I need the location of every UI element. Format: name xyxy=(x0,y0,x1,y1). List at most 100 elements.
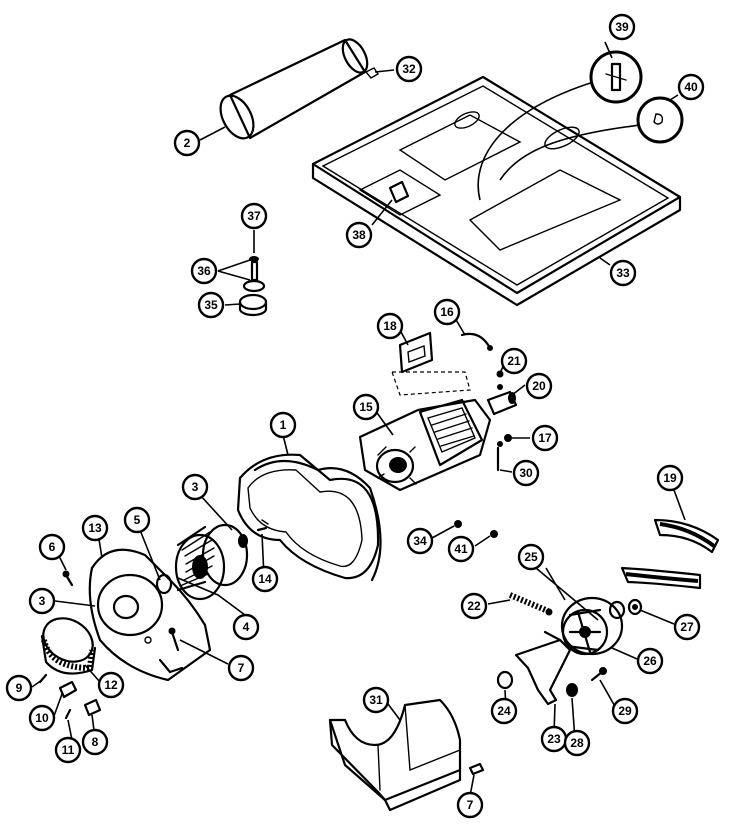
callout: 26 xyxy=(636,647,664,675)
part-idler-pulley xyxy=(560,596,643,656)
callout-label: 13 xyxy=(88,521,102,535)
part-blower-wheel xyxy=(174,523,249,601)
part-screw-11 xyxy=(64,708,72,720)
callout: 14 xyxy=(251,565,279,593)
part-switch-18 xyxy=(391,331,471,396)
callout-label: 4 xyxy=(243,620,250,634)
callout: 7 xyxy=(456,791,484,819)
callout-label: 12 xyxy=(104,678,118,692)
callout: 21 xyxy=(500,347,528,375)
part-screw-29 xyxy=(590,667,607,682)
callout-label: 38 xyxy=(352,228,366,242)
callout: 15 xyxy=(352,393,380,421)
callout: 34 xyxy=(406,527,434,555)
callout-label: 7 xyxy=(467,798,474,812)
callout-label: 10 xyxy=(35,711,49,725)
callout: 10 xyxy=(28,704,56,732)
callout-label: 26 xyxy=(643,654,657,668)
callout: 16 xyxy=(433,298,461,326)
part-motor xyxy=(358,398,492,492)
part-screw-41 xyxy=(490,530,498,538)
callout-label: 34 xyxy=(413,534,427,548)
callout-label: 14 xyxy=(258,572,272,586)
callout-label: 37 xyxy=(247,209,261,223)
callout: 6 xyxy=(38,533,66,561)
part-idler-arm xyxy=(514,630,572,706)
callout: 33 xyxy=(609,259,637,287)
callout-label: 27 xyxy=(680,620,694,634)
callout-label: 21 xyxy=(507,354,521,368)
callout: 37 xyxy=(240,202,268,230)
callout-label: 36 xyxy=(197,264,211,278)
callout: 29 xyxy=(611,697,639,725)
part-clip-10 xyxy=(58,680,78,699)
callout-label: 1 xyxy=(280,418,287,432)
part-drive-belt xyxy=(620,518,720,590)
part-top-panel xyxy=(311,75,682,307)
callout: 35 xyxy=(197,291,225,319)
part-screw-21 xyxy=(496,370,504,378)
callout: 31 xyxy=(362,686,390,714)
callout: 3 xyxy=(181,473,209,501)
part-drum-cylinder xyxy=(219,38,369,140)
part-cap-24 xyxy=(496,670,514,690)
callout-label: 15 xyxy=(359,400,373,414)
callout-label: 5 xyxy=(134,513,141,527)
callout: 13 xyxy=(81,514,109,542)
callout: 32 xyxy=(395,55,423,83)
part-screw-34 xyxy=(454,520,462,528)
part-screw-17 xyxy=(497,434,512,447)
part-nut-8 xyxy=(83,698,102,717)
part-inset-40 xyxy=(636,96,684,144)
part-screw-7a xyxy=(168,627,180,652)
callout: 1 xyxy=(269,411,297,439)
callout: 9 xyxy=(5,674,33,702)
callout-label: 31 xyxy=(369,693,383,707)
callout: 19 xyxy=(656,464,684,492)
callout-label: 39 xyxy=(615,20,629,34)
callout-label: 3 xyxy=(39,594,46,608)
part-washer-28 xyxy=(566,683,578,697)
callout-label: 2 xyxy=(184,136,191,150)
callout: 25 xyxy=(517,543,545,571)
callout: 3 xyxy=(28,587,56,615)
callout: 40 xyxy=(677,73,705,101)
callout-label: 25 xyxy=(524,550,538,564)
callout-label: 28 xyxy=(570,736,584,750)
callout: 17 xyxy=(531,424,559,452)
part-ring-12 xyxy=(40,617,97,675)
part-bushing-20 xyxy=(486,384,518,416)
callout-label: 40 xyxy=(684,80,698,94)
callout-label: 6 xyxy=(49,540,56,554)
callout: 23 xyxy=(540,725,568,753)
part-screw-7b xyxy=(468,762,485,776)
part-idler-spring xyxy=(508,592,553,616)
callout-label: 29 xyxy=(618,704,632,718)
callout: 7 xyxy=(227,654,255,682)
callout: 24 xyxy=(490,697,518,725)
part-screw-14 xyxy=(256,526,268,532)
callout: 30 xyxy=(512,459,540,487)
callout-label: 11 xyxy=(62,743,75,757)
part-blower-seal xyxy=(236,453,382,582)
callout: 28 xyxy=(563,729,591,757)
callout: 11 xyxy=(54,736,82,764)
callout: 20 xyxy=(525,372,553,400)
callout: 22 xyxy=(460,592,488,620)
callout-label: 9 xyxy=(16,681,23,695)
callout-label: 3 xyxy=(192,480,199,494)
part-leveler xyxy=(238,256,268,317)
part-clip-32 xyxy=(364,67,379,79)
callout-label: 32 xyxy=(402,62,416,76)
leader-lines xyxy=(31,41,686,797)
callout-label: 23 xyxy=(547,732,561,746)
callout-label: 19 xyxy=(663,471,677,485)
callout: 2 xyxy=(173,129,201,157)
callouts: 39 32 40 2 38 33 37 36 35 18 16 21 20 15… xyxy=(5,13,705,819)
callout-label: 20 xyxy=(532,379,546,393)
callout: 38 xyxy=(345,221,373,249)
part-clip-16 xyxy=(460,332,493,351)
callout-label: 30 xyxy=(519,466,533,480)
callout: 27 xyxy=(673,613,701,641)
